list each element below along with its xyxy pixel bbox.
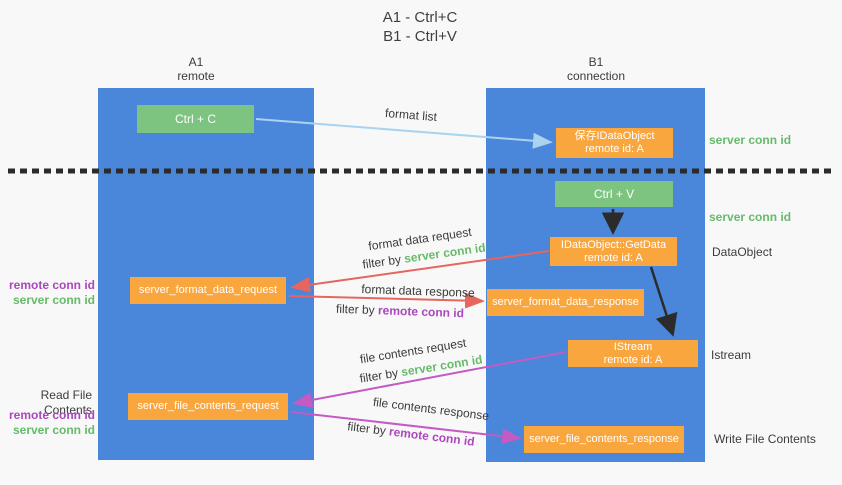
- column-a1-name: A1: [188, 55, 204, 69]
- left-label-server-conn-id: server conn id: [12, 293, 95, 307]
- node-ctrl-c: Ctrl + C: [137, 105, 254, 133]
- filter-by-text: filter by: [346, 419, 391, 439]
- left-label-server-conn-id: server conn id: [12, 423, 95, 437]
- node-server-format-data-response: server_format_data_response: [487, 289, 644, 316]
- title-line-a1: A1 - Ctrl+C: [382, 9, 458, 26]
- filter-key-remote-conn-id: remote conn id: [388, 424, 476, 449]
- left-label-conn-id-pair-1: remote conn id server conn id: [5, 278, 95, 308]
- node-istream-line2: remote id: A: [603, 353, 663, 366]
- node-istream: IStream remote id: A: [568, 340, 698, 367]
- right-label-dataobject: DataObject: [712, 245, 773, 259]
- right-label-server-conn-id-top: server conn id: [709, 133, 792, 147]
- edge-label-file-contents-response-filter: filter by remote conn id: [343, 419, 480, 449]
- node-file-request-label: server_file_contents_request: [137, 400, 279, 412]
- node-server-file-contents-request: server_file_contents_request: [128, 393, 288, 420]
- node-save-idataobject-line1: 保存IDataObject: [574, 130, 655, 142]
- node-format-request-label: server_format_data_request: [138, 284, 278, 296]
- right-label-istream: Istream: [711, 348, 752, 362]
- edge-label-format-list: format list: [384, 105, 438, 125]
- node-ctrl-c-label: Ctrl + C: [174, 111, 216, 126]
- left-label-remote-conn-id: remote conn id: [8, 408, 95, 422]
- node-ctrl-v: Ctrl + V: [555, 181, 673, 207]
- node-format-response-label: server_format_data_response: [492, 296, 639, 308]
- node-server-format-data-request: server_format_data_request: [130, 277, 286, 304]
- diagram-title: A1 - Ctrl+C B1 - Ctrl+V: [330, 8, 510, 46]
- edge-label-file-contents-response: file contents response: [372, 394, 490, 424]
- edge-label-format-data-response-filter: filter by remote conn id: [333, 302, 467, 321]
- node-istream-line1: IStream: [613, 340, 653, 353]
- node-ctrl-v-label: Ctrl + V: [593, 186, 635, 201]
- node-file-response-label: server_file_contents_response: [529, 433, 679, 445]
- node-server-file-contents-response: server_file_contents_response: [524, 426, 684, 453]
- column-header-b1: B1 connection: [536, 55, 656, 83]
- column-header-a1: A1 remote: [136, 55, 256, 83]
- node-getdata-line1: IDataObject::GetData: [560, 238, 667, 251]
- filter-by-text: filter by: [358, 365, 403, 386]
- right-label-write-file-contents: Write File Contents: [714, 432, 816, 446]
- right-label-server-conn-id-mid: server conn id: [709, 210, 792, 224]
- filter-by-text: filter by: [361, 251, 406, 272]
- left-label-read-file-contents: Read File Contents: [40, 388, 92, 417]
- node-save-idataobject-line2: remote id: A: [585, 143, 644, 155]
- node-getdata-line2: remote id: A: [584, 251, 643, 264]
- title-line-b1: B1 - Ctrl+V: [383, 28, 457, 45]
- filter-by-text: filter by: [335, 301, 379, 318]
- node-idataobject-getdata: IDataObject::GetData remote id: A: [550, 237, 677, 266]
- column-b1-role: connection: [566, 69, 626, 83]
- left-label-conn-id-pair-2: remote conn id server conn id: [5, 408, 95, 438]
- node-save-idataobject: 保存IDataObject remote id: A: [556, 128, 673, 158]
- column-b1-name: B1: [588, 55, 604, 69]
- filter-key-remote-conn-id: remote conn id: [377, 303, 465, 321]
- edge-label-format-data-response: format data response: [361, 282, 475, 300]
- column-a1-role: remote: [177, 69, 215, 83]
- left-label-remote-conn-id: remote conn id: [8, 278, 95, 292]
